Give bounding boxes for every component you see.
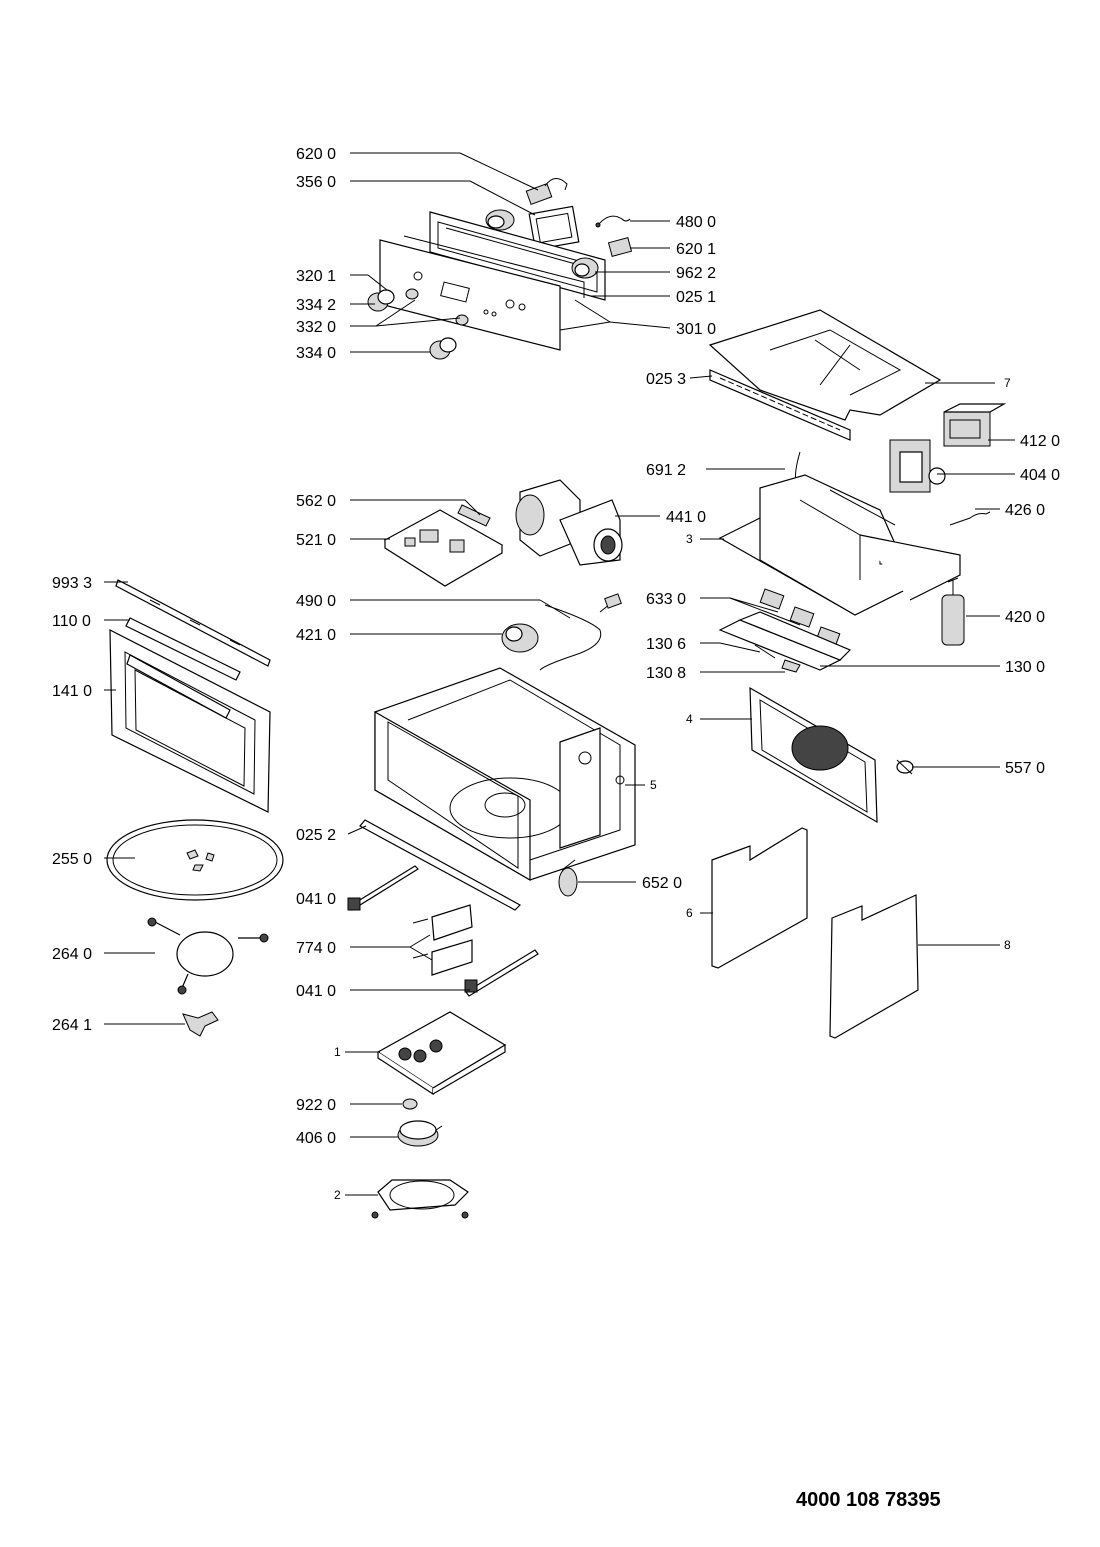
callout-264-0: 264 0	[52, 946, 92, 963]
pcb-fuse	[383, 504, 504, 587]
rail-025-2	[359, 819, 521, 911]
callout-4: 4	[686, 712, 693, 726]
callout-264-1: 264 1	[52, 1017, 92, 1034]
lamp-652-0	[558, 859, 578, 897]
coupler	[182, 1011, 219, 1037]
callout-130-8: 130 8	[646, 665, 686, 682]
callout-620-1: 620 1	[676, 241, 716, 258]
capacitor-420-0	[941, 577, 965, 646]
callout-633-0: 633 0	[646, 591, 686, 608]
callout-962-2: 962 2	[676, 265, 716, 282]
callout-025-3: 025 3	[646, 371, 686, 388]
callout-141-0: 141 0	[52, 683, 92, 700]
document-number: 4000 108 78395	[796, 1489, 941, 1511]
callout-334-0: 334 0	[296, 345, 336, 362]
top-cover-assembly	[708, 309, 942, 441]
callout-406-0: 406 0	[296, 1130, 336, 1147]
turntable	[106, 819, 284, 901]
callout-441-0: 441 0	[666, 509, 706, 526]
chassis-frame	[718, 474, 961, 616]
callout-labels: 620 0 356 0 480 0 620 1 320 1 962 2 334 …	[52, 146, 1060, 1202]
transformer-magnetron	[889, 403, 1007, 493]
callout-130-0: 130 0	[1005, 659, 1045, 676]
interlock-assembly	[718, 588, 852, 673]
callout-426-0: 426 0	[1005, 502, 1045, 519]
callout-255-0: 255 0	[52, 851, 92, 868]
callout-356-0: 356 0	[296, 174, 336, 191]
cable-motor	[501, 593, 622, 671]
turntable-motor	[397, 1098, 443, 1147]
callout-130-6: 130 6	[646, 636, 686, 653]
callout-480-0: 480 0	[676, 214, 716, 231]
side-panels	[711, 827, 919, 1039]
callout-691-2: 691 2	[646, 462, 686, 479]
callout-620-0: 620 0	[296, 146, 336, 163]
callout-041-0-lower: 041 0	[296, 983, 336, 1000]
callout-320-1: 320 1	[296, 268, 336, 285]
callout-412-0: 412 0	[1020, 433, 1060, 450]
cable-426-0	[949, 511, 991, 526]
callout-1: 1	[334, 1045, 341, 1059]
callout-521-0: 521 0	[296, 532, 336, 549]
callout-557-0: 557 0	[1005, 760, 1045, 777]
callout-8: 8	[1004, 938, 1011, 952]
callout-562-0: 562 0	[296, 493, 336, 510]
rear-panel	[749, 686, 914, 824]
callout-404-0: 404 0	[1020, 467, 1060, 484]
bottom-ring	[371, 1179, 469, 1219]
callout-490-0: 490 0	[296, 593, 336, 610]
base-plate	[376, 1011, 507, 1096]
callout-652-0: 652 0	[642, 875, 682, 892]
callout-922-0: 922 0	[296, 1097, 336, 1114]
door-assembly	[109, 579, 271, 813]
callout-025-2: 025 2	[296, 827, 336, 844]
fan-assembly	[515, 479, 623, 566]
callout-334-2: 334 2	[296, 297, 336, 314]
callout-2: 2	[334, 1188, 341, 1202]
callout-5: 5	[650, 778, 657, 792]
callout-332-0: 332 0	[296, 319, 336, 336]
callout-041-0-upper: 041 0	[296, 891, 336, 908]
callout-025-1: 025 1	[676, 289, 716, 306]
callout-420-0: 420 0	[1005, 609, 1045, 626]
callout-7: 7	[1004, 376, 1011, 390]
callout-110-0: 110 0	[52, 613, 91, 630]
control-panel-assembly	[367, 178, 633, 360]
callout-301-0: 301 0	[676, 321, 716, 338]
callout-993-3: 993 3	[52, 575, 92, 592]
oven-cavity	[374, 667, 636, 882]
roller-ring	[147, 917, 269, 995]
callout-6: 6	[686, 906, 693, 920]
callout-421-0: 421 0	[296, 627, 336, 644]
callout-3: 3	[686, 532, 693, 546]
leader-lines	[104, 152, 1015, 1196]
callout-774-0: 774 0	[296, 940, 336, 957]
runners-brackets	[347, 865, 539, 997]
